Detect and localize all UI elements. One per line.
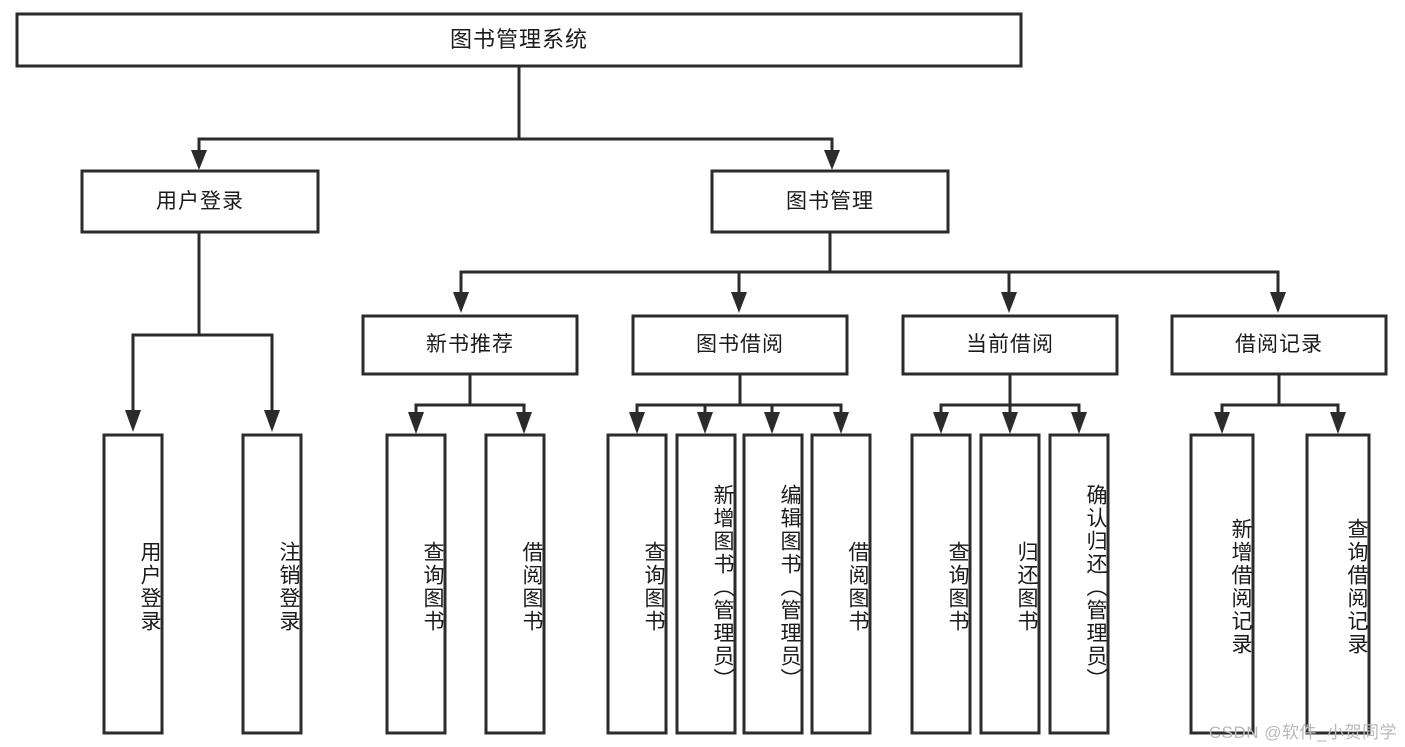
node-current-borrow-box[interactable]: [901, 314, 1119, 376]
node-book-manage-box[interactable]: [710, 169, 950, 234]
arrow-icon: [629, 412, 645, 434]
arrow-icon: [731, 292, 747, 313]
arrow-icon: [408, 412, 424, 434]
arrow-icon: [833, 412, 849, 434]
leaf-box-return-book[interactable]: [979, 433, 1041, 735]
connector-book-borrow-to-leaves: [629, 372, 849, 434]
leaf-box-add-borrow-record[interactable]: [1189, 433, 1255, 735]
arrow-icon: [453, 292, 469, 313]
connector-new-book-recommend-to-leaves: [408, 372, 532, 434]
arrow-icon: [1071, 412, 1087, 434]
connector-root-to-level1: [191, 64, 840, 170]
leaf-box-edit-book-admin[interactable]: [742, 433, 804, 735]
arrow-icon: [933, 412, 949, 434]
leaf-box-query-book-3[interactable]: [910, 433, 972, 735]
node-book-borrow-box[interactable]: [631, 314, 849, 376]
leaf-box-borrow-book-1[interactable]: [484, 433, 546, 735]
leaf-box-query-borrow-record[interactable]: [1305, 433, 1371, 735]
node-new-book-recommend-box[interactable]: [361, 314, 579, 376]
leaf-box-user-login[interactable]: [102, 433, 164, 735]
connector-borrow-record-to-leaves: [1214, 372, 1346, 434]
leaf-box-borrow-book-2[interactable]: [810, 433, 872, 735]
arrow-icon: [824, 150, 840, 170]
leaf-box-query-book-1[interactable]: [385, 433, 447, 735]
arrow-icon: [1001, 292, 1017, 313]
arrow-icon: [191, 150, 207, 170]
leaf-box-user-logout[interactable]: [241, 433, 303, 735]
leaf-box-add-book-admin[interactable]: [675, 433, 737, 735]
arrow-icon: [1002, 412, 1018, 434]
arrow-icon: [125, 410, 141, 432]
connector-user-login-to-leaves: [125, 230, 280, 432]
arrow-icon: [264, 410, 280, 432]
connector-book-manage-to-level2: [453, 230, 1286, 313]
arrow-icon: [1330, 412, 1346, 434]
connector-current-borrow-to-leaves: [933, 372, 1087, 434]
arrow-icon: [1214, 412, 1230, 434]
arrow-icon: [764, 412, 780, 434]
arrow-icon: [697, 412, 713, 434]
leaf-box-query-book-2[interactable]: [606, 433, 668, 735]
arrow-icon: [516, 412, 532, 434]
node-root-box[interactable]: [15, 12, 1023, 68]
arrow-icon: [1270, 292, 1286, 313]
leaf-box-confirm-return-admin[interactable]: [1048, 433, 1110, 735]
node-user-login-box[interactable]: [80, 169, 320, 234]
watermark-text: CSDN @软件_小贺同学: [1208, 723, 1397, 742]
node-borrow-record-box[interactable]: [1170, 314, 1388, 376]
